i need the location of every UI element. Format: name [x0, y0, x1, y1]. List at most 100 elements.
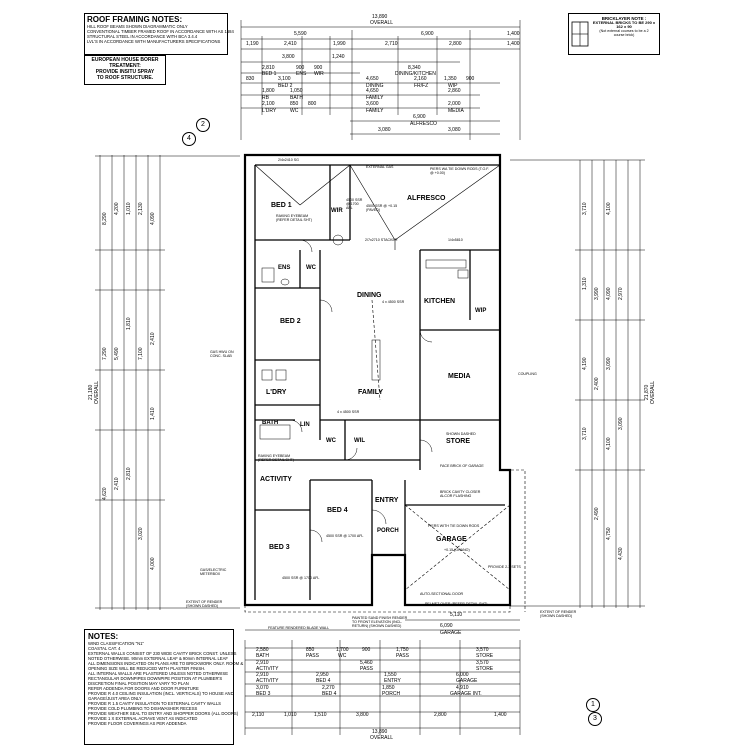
left-dim: 5,490: [114, 347, 120, 360]
note-line: EXTERNAL WALLS CONSIST OF 230 WIDE CAVIT…: [88, 651, 237, 656]
bottom-dim: 1,400: [494, 712, 507, 718]
top-dim: 4,650: [366, 76, 379, 82]
left-dim: 1,810: [126, 317, 132, 330]
top-dim: 6,900: [413, 114, 426, 120]
stacker-label: 2/7x2710 STACKER: [365, 238, 398, 242]
left-dim: 3,020: [138, 527, 144, 540]
dining-beam-label: 4 x 4500 SSR: [382, 300, 405, 304]
bottom-dim: 900: [362, 647, 371, 653]
bottom-dim-label: ACTIVITY: [256, 666, 279, 672]
bricklayer-note: BRICKLAYER NOTE : EXTERNAL BRICKS TO BE …: [568, 13, 660, 55]
notes-title: NOTES:: [88, 632, 119, 641]
top-dim: 2,100: [262, 101, 275, 107]
top-dim-label: WC: [290, 108, 299, 114]
room-family: FAMILY: [358, 389, 384, 396]
left-dim: 2,410: [114, 477, 120, 490]
top-dim-label: ALFRESCO: [410, 121, 437, 127]
bottom-dim: 850: [306, 647, 315, 653]
brick-detail-icon: [571, 21, 589, 47]
top-dim: 800: [308, 101, 317, 107]
note-line: WIND CLASSIFICATION "N1": [88, 641, 144, 646]
elevation-marker-2: 2: [196, 118, 210, 132]
top-dim: 2,860: [448, 88, 461, 94]
alfresco-ssr-label: 4500 SSR @ +0.15 (PAVED): [366, 204, 398, 212]
top-dim: 3,800: [282, 54, 295, 60]
right-dim: 2,970: [618, 287, 624, 300]
top-dim-label: DINING/KITCHEN: [395, 71, 436, 77]
bottom-dim-label: BED 4: [316, 678, 331, 684]
right-dim: 4,090: [606, 287, 612, 300]
bottom-dim: 2,800: [434, 712, 447, 718]
room-store: STORE: [446, 438, 470, 445]
note-line: PROVIDE 1 X EXTERNAL ACRAVE VENT AS INDI…: [88, 716, 198, 721]
bottom-dim-label: PASS: [306, 653, 319, 659]
borer-line: PROVIDE INSITU SPRAY: [95, 69, 155, 75]
bottom-dim-label: PORCH: [382, 691, 401, 697]
top-dim: 4,650: [366, 88, 379, 94]
bottom-dim-label: BED 4: [322, 691, 337, 697]
room-porch: PORCH: [377, 528, 399, 534]
top-dim: 2,410: [284, 41, 297, 47]
room-bed1: BED 1: [271, 202, 292, 209]
room-kitchen: KITCHEN: [424, 298, 456, 305]
borer-line: TO ROOF STRUCTURE.: [96, 75, 154, 81]
room-lin: LIN: [300, 422, 310, 428]
left-dim: 1,010: [126, 202, 132, 215]
note-line: PROVIDE R 4.0 CEILING INSULATION (INCL. …: [88, 691, 234, 696]
brick-note-line: EXTERNAL BRICKS TO BE 290 x: [592, 20, 656, 25]
note-line: REFER ADDENDA FOR DOORS AND DOOR FURNITU…: [88, 686, 199, 691]
beam-top-label: 2/4x2410 SG: [278, 158, 299, 162]
brick-closer-label: BRICK CAVITY CLOSER ALCOR FLASHING: [440, 490, 481, 498]
bottom-dim-label: STORE: [476, 666, 494, 672]
garage-fl-label: +0.15 (GRANO): [444, 548, 470, 552]
note-line: COASTAL CAT. 4: [88, 646, 121, 651]
top-dim: 1,400: [507, 41, 520, 47]
bottom-dim: 1,510: [314, 712, 327, 718]
room-dining: DINING: [357, 292, 382, 299]
top-dim-label: BATH: [290, 95, 303, 101]
room-entry: ENTRY: [375, 497, 399, 504]
top-dim: 3,080: [378, 127, 391, 133]
room-wil: WIL: [354, 438, 365, 444]
beam-right-label: 1/4x5810: [448, 238, 463, 242]
top-overall-label: OVERALL: [370, 20, 394, 26]
bottom-dim-label: GARAGE: [456, 678, 478, 684]
right-dim: 4,430: [618, 547, 624, 560]
note-line: PROVIDE FLOOR COVERINGS AS PER ADDENDA: [88, 721, 187, 726]
top-dim: 1,190: [246, 41, 259, 47]
note-line: PROVIDE R 1.5 CAVITY INSULATION TO EXTER…: [88, 701, 221, 706]
bottom-dim: 3,800: [356, 712, 369, 718]
garage-note-label: PIERS WITH TIE DOWN RODS: [428, 524, 480, 528]
left-dim: 2,810: [126, 467, 132, 480]
note-line: OPENING SIZE WILL BE REDUCED WITH PLASTE…: [88, 666, 206, 671]
bottom-dim: 1,850: [382, 685, 395, 691]
right-overall-label: OVERALL: [650, 380, 656, 404]
auto-door-label: AUTO-SECTIONAL DOOR: [420, 592, 464, 596]
right-dim: 3,710: [582, 202, 588, 215]
bottom-dim: 5,460: [360, 660, 373, 666]
room-garage: GARAGE: [436, 536, 467, 543]
top-overall-dim: 13,890: [372, 14, 388, 20]
feature-wall-label: FEATURE RENDERED BLADE WALL: [268, 626, 330, 630]
face-brick-label: FACE BRICK OF GARAGE: [440, 464, 484, 468]
left-dim: 2,130: [138, 202, 144, 215]
brick-note-line: course brick): [613, 33, 635, 37]
top-dim: 1,800: [262, 88, 275, 94]
top-dim: 1,400: [507, 31, 520, 37]
left-dim: 4,000: [150, 557, 156, 570]
ext-gas-label: EXTERNAL GAS: [366, 165, 394, 169]
render-right-label: EXTENT OF RENDER (SHOWN DASHED): [540, 610, 577, 618]
right-dim: 4,100: [606, 437, 612, 450]
bottom-dim: 2,110: [252, 712, 265, 718]
bottom-dim-label: GARAGE INT.: [450, 691, 482, 697]
bottom-dim: 2,910: [256, 660, 269, 666]
bottom-dim: 3,570: [476, 647, 489, 653]
room-bed3: BED 3: [269, 544, 290, 551]
top-dim-label: BED 1: [262, 71, 277, 77]
note-line: ALL DIMENSIONS INDICATED ON PLANS ARE TO…: [88, 661, 244, 666]
borer-line: TREATMENT:: [109, 63, 141, 69]
note-line: PROVIDE WEATHER SEAL TO ENTRY AND SHOPPE…: [88, 711, 239, 716]
top-dim-label: WIP: [448, 83, 458, 89]
bottom-dim: 5,110: [450, 612, 463, 618]
